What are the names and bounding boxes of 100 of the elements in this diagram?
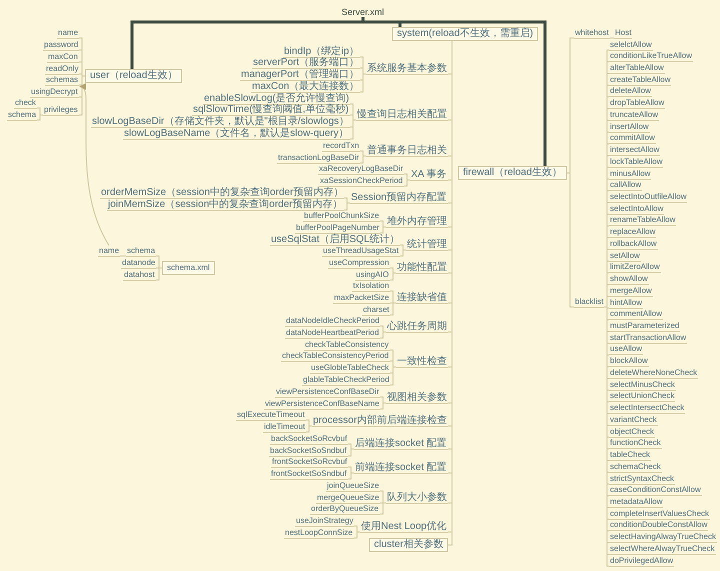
branch-line: [360, 68, 366, 74]
topic-label: setAllow: [609, 250, 641, 262]
topic-label: variantCheck: [609, 414, 658, 426]
topic-label: backSocketSoRcvbuf: [270, 434, 348, 444]
topic-label: password: [43, 40, 80, 50]
topic-label: 统计管理: [406, 240, 448, 250]
topic-label: mustParameterized: [609, 321, 680, 332]
topic-label: useSqlStat（启用SQL统计）: [270, 234, 400, 246]
branch-line: [390, 272, 396, 280]
topic-label: 系统服务基本参数: [366, 64, 448, 74]
topic-label: 使用Nest Loop优化: [360, 522, 448, 532]
topic-label: processor内部前后端连接检查: [312, 416, 448, 426]
branch-line: [350, 114, 356, 120]
topic-label: slowLogBaseDir（存储文件夹，默认是"根目录/slowlogs）: [91, 116, 350, 128]
topic-label: enableSlowLog(是否允许慢查询): [203, 94, 350, 104]
topic-label: viewPersistenceConfBaseName: [264, 398, 380, 410]
branch-line: [380, 332, 386, 338]
branch-line: [156, 256, 162, 268]
topic-label: lockTableAllow: [609, 156, 664, 168]
topic-label: dropTableAllow: [609, 98, 666, 110]
topic-label: intersectAllow: [609, 145, 660, 156]
topic-label: whitehost: [574, 28, 610, 38]
branch-line: [380, 226, 386, 234]
topic-label: datahost: [123, 270, 156, 280]
topic-label: conditionDoubleConstAllow: [609, 520, 708, 532]
topic-label: privileges: [43, 104, 79, 116]
topic-label: dataNodeHeartbeatPeriod: [285, 328, 380, 338]
topic-label: mergeQueueSize: [316, 492, 380, 504]
topic-label: commentAllow: [609, 309, 664, 320]
branch-line: [380, 220, 386, 228]
topic-label: 连接缺省值: [396, 292, 448, 304]
branch-line: [362, 17, 546, 166]
topic-label: limitZeroAllow: [609, 262, 661, 274]
topic-label: mergeAllow: [609, 286, 653, 297]
branch-line: [348, 466, 354, 474]
topic-label: conditionLikeTrueAllow: [609, 51, 693, 62]
topic-label: frontSocketSoRcvbuf: [271, 456, 348, 468]
topic-label: check: [14, 98, 37, 108]
topic-label: hintAllow: [609, 298, 644, 309]
branch-line: [390, 268, 396, 274]
arrow: [79, 84, 110, 246]
branch-line: [360, 156, 366, 164]
topic-label: useGlobleTableCheck: [310, 362, 390, 374]
topic-label: datanode: [121, 258, 156, 268]
topic-label: selectWhereAlwayTrueCheck: [609, 544, 716, 555]
topic-label: readOnly: [45, 64, 80, 74]
topic-label: 队列大小参数: [386, 492, 448, 504]
topic-label: selectIntoOutfileAllow: [609, 192, 688, 203]
topic-label: selectIntoAllow: [609, 204, 664, 215]
topic-label: caseConditionConstAllow: [609, 485, 702, 496]
topic-label: 后端连接socket 配置: [354, 438, 448, 450]
topic-label: createTableAllow: [609, 74, 672, 86]
branch-line: [348, 472, 354, 480]
topic-label: orderMemSize（session中的复杂查询order预留内存）: [100, 188, 344, 198]
branch-line: [400, 250, 406, 256]
branch-line: [380, 490, 386, 504]
topic-label: xaSessionCheckPeriod: [319, 176, 404, 186]
topic-label: orderByQueueSize: [310, 504, 380, 514]
topic-label: bufferPoolChunkSize: [303, 210, 380, 222]
topic-box: cluster相关参数: [369, 538, 448, 552]
branch-line: [390, 366, 396, 386]
topic-label: Session预留内存配置: [350, 192, 448, 204]
topic-label: 视图相关参数: [386, 392, 448, 404]
topic-label: recordTxn: [322, 140, 360, 152]
topic-label: alterTableAllow: [609, 62, 665, 74]
topic-box: schema.xml: [162, 261, 215, 275]
topic-label: renameTableAllow: [609, 215, 676, 226]
branch-line: [566, 38, 574, 174]
branch-line: [604, 296, 610, 308]
topic-label: bindIp（绑定ip）: [283, 46, 360, 58]
topic-label: maxPacketSize: [333, 292, 390, 304]
topic-label: functionCheck: [609, 438, 662, 450]
topic-label: 一致性检查: [396, 356, 448, 368]
topic-label: selectMinusCheck: [609, 380, 676, 391]
topic-label: XA 事务: [410, 170, 448, 180]
topic-label: usingDecrypt: [30, 86, 79, 98]
branch-line: [380, 502, 386, 514]
topic-label: metadataAllow: [609, 496, 664, 508]
topic-label: glableTableCheckPeriod: [302, 374, 390, 386]
topic-label: deleteAllow: [609, 86, 652, 98]
topic-label: showAllow: [609, 274, 649, 286]
topic-label: 普通事务日志相关: [366, 146, 448, 156]
branch-line: [380, 402, 386, 410]
branch-line: [400, 244, 406, 250]
topic-label: sqlSlowTime(慢查询阈值,单位毫秒): [192, 104, 350, 116]
branch-line: [348, 448, 354, 456]
topic-label: charset: [362, 304, 390, 316]
topic-label: schema: [126, 246, 156, 256]
topic-label: commitAllow: [609, 133, 656, 144]
topic-label: usingAIO: [355, 270, 390, 280]
topic-label: useThreadUsageStat: [322, 246, 400, 256]
branch-line: [360, 150, 366, 156]
topic-label: maxCon（最大连接数）: [251, 82, 360, 92]
topic-label: minusAllow: [609, 168, 652, 180]
topic-label: name: [98, 246, 120, 256]
branch-line: [156, 268, 162, 280]
topic-box: firewall（reload生效）: [458, 166, 567, 180]
topic-label: slowLogBaseName（文件名，默认是slow-query）: [123, 128, 350, 140]
topic-label: 前端连接socket 配置: [354, 462, 448, 474]
branch-line: [390, 360, 396, 368]
